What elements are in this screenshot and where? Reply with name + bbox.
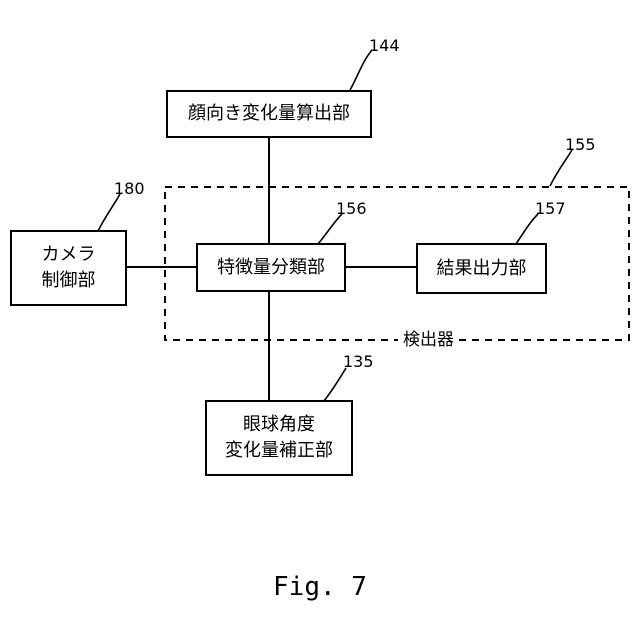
classifier-block-label: 特徴量分類部: [217, 255, 325, 281]
leader-157: [516, 214, 538, 244]
camera-block-label-line1: カメラ: [42, 242, 96, 268]
leader-144: [350, 50, 372, 90]
ref-144: 144: [369, 37, 400, 55]
leader-156: [318, 214, 342, 244]
eye-block-label-line2: 変化量補正部: [225, 438, 333, 464]
ref-157: 157: [535, 200, 566, 218]
result-output-block: 結果出力部: [416, 243, 547, 294]
ref-156: 156: [336, 200, 367, 218]
ref-155: 155: [565, 136, 596, 154]
camera-block-label-line2: 制御部: [42, 268, 96, 294]
leader-155: [550, 150, 572, 186]
eye-block-label-line1: 眼球角度: [243, 412, 315, 438]
face-block-label: 顔向き変化量算出部: [188, 101, 350, 127]
face-orientation-change-block: 顔向き変化量算出部: [166, 90, 372, 138]
figure-caption: Fig. 7: [0, 572, 640, 602]
feature-classifier-block: 特徴量分類部: [196, 243, 346, 292]
ref-135: 135: [343, 353, 374, 371]
leader-135: [324, 368, 346, 401]
ref-180: 180: [114, 180, 145, 198]
leader-180: [98, 194, 120, 231]
detector-group-label: 検出器: [398, 330, 459, 350]
result-block-label: 結果出力部: [437, 256, 527, 282]
camera-control-block: カメラ 制御部: [10, 230, 127, 306]
eye-angle-correction-block: 眼球角度 変化量補正部: [205, 400, 353, 476]
